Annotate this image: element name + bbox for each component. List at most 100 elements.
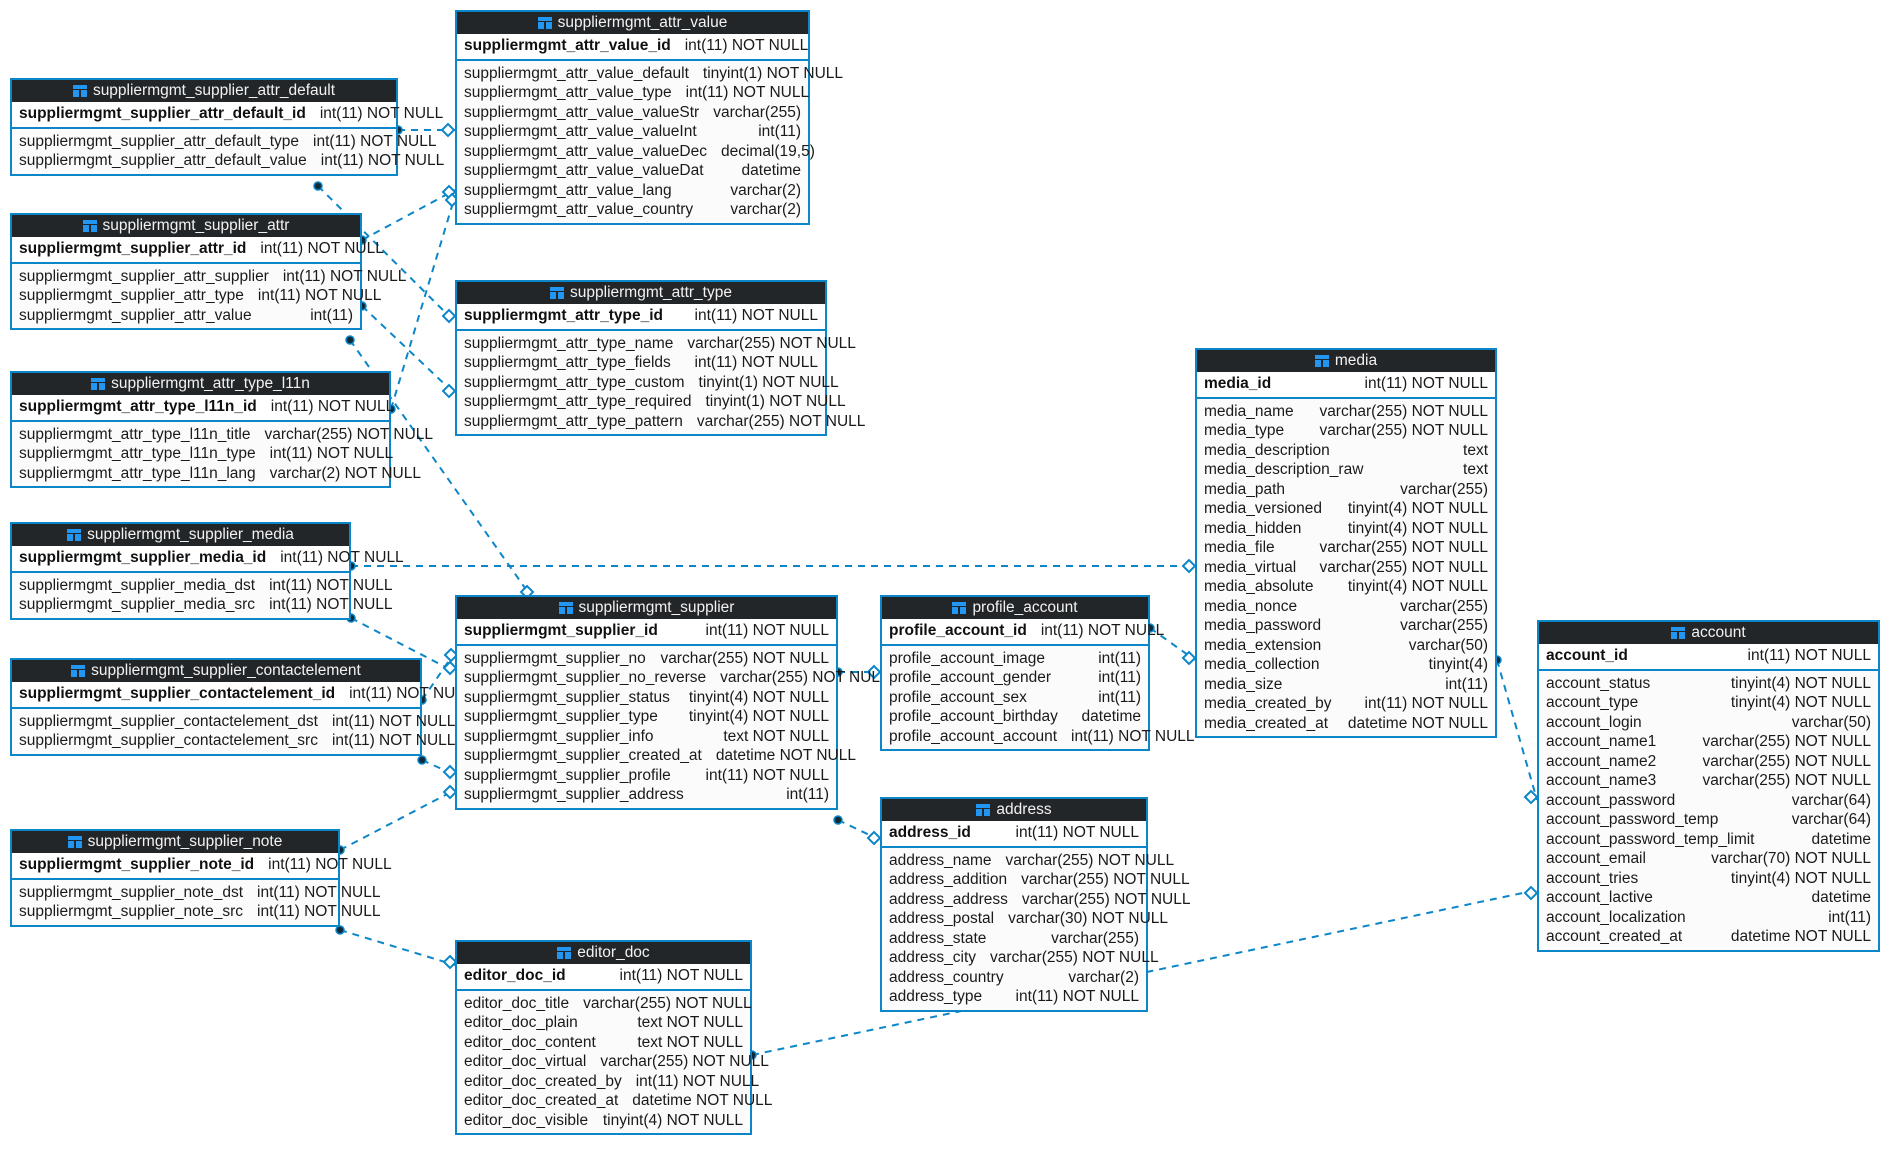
column-row[interactable]: suppliermgmt_supplier_contactelement_dst… xyxy=(12,712,455,732)
relationship-edge[interactable] xyxy=(833,815,882,846)
relationship-edge[interactable] xyxy=(346,558,1197,574)
column-row[interactable]: suppliermgmt_supplier_contactelement_src… xyxy=(12,731,455,751)
relationship-edge[interactable] xyxy=(357,184,457,245)
column-row[interactable]: suppliermgmt_supplier_attr_default_value… xyxy=(12,151,444,171)
relationship-edge[interactable] xyxy=(386,192,460,414)
relationship-edge[interactable] xyxy=(417,755,458,780)
relationship-edge[interactable] xyxy=(1492,655,1539,805)
relationship-edge[interactable] xyxy=(335,784,458,855)
